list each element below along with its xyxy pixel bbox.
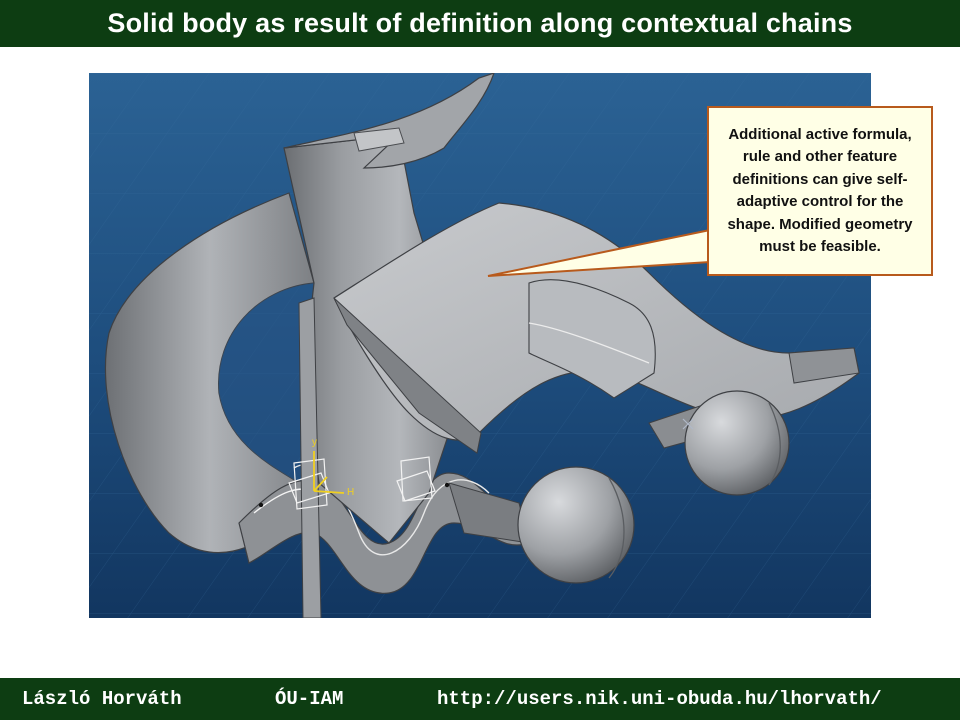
footer-bar: László Horváth ÓU-IAM http://users.nik.u… [0,678,960,720]
footer-institute: ÓU-IAM [275,688,344,710]
axis-label-h: H [347,487,354,498]
footer-author: László Horváth [22,688,182,710]
callout-text: Additional active formula, rule and othe… [727,125,913,256]
title-bar: Solid body as result of definition along… [0,0,960,47]
axis-label-y: y [312,437,317,448]
slide-title: Solid body as result of definition along… [107,8,853,38]
callout-box: Additional active formula, rule and othe… [707,106,933,276]
footer-url[interactable]: http://users.nik.uni-obuda.hu/lhorvath/ [437,688,882,710]
